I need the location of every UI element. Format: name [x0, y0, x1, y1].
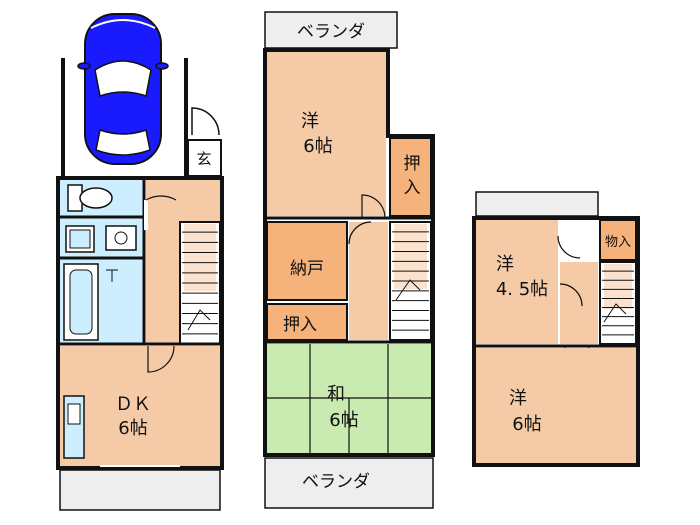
- hall-floor-2: [349, 222, 388, 340]
- entrance-label: 玄: [196, 150, 211, 168]
- storage-room: [266, 221, 348, 301]
- dk-size: 6帖: [118, 418, 147, 439]
- dk-room: [60, 346, 220, 466]
- entrance: [187, 139, 222, 177]
- western-small-label: 洋: [496, 254, 514, 275]
- stair-floor-1: [179, 221, 221, 345]
- floor-3-outline: [472, 216, 640, 467]
- western-large-label: 洋: [509, 388, 527, 409]
- floor-1-outline: [56, 176, 224, 470]
- closet-right: [389, 137, 432, 217]
- japanese-room-label: 和: [327, 384, 345, 405]
- tatami-pattern: [267, 344, 431, 453]
- dk-door: [147, 345, 175, 373]
- stair-floor-3: [599, 261, 637, 345]
- balcony-bottom-label: ベランダ: [302, 472, 370, 492]
- floor-3: 洋 4. 5帖 物入 洋 6帖: [472, 191, 640, 467]
- closet-left: [266, 303, 348, 341]
- western-small-size: 4. 5帖: [496, 279, 548, 300]
- bathtub-icon: [63, 263, 99, 341]
- balcony-bottom: [264, 457, 434, 509]
- closet-right-label-2: 入: [404, 178, 421, 198]
- western-large-size: 6帖: [512, 414, 541, 435]
- balcony-top-label: ベランダ: [297, 22, 365, 42]
- car-icon: [77, 13, 169, 165]
- hall-floor-3: [560, 262, 598, 344]
- floor-2: ベランダ 洋 6帖 押 入 納戸 押入: [263, 11, 435, 509]
- toilet-icon: [67, 184, 113, 212]
- closet-right-label-1: 押: [404, 154, 421, 174]
- balcony-floor-1: [59, 469, 221, 511]
- storage-floor-3: [599, 219, 637, 261]
- japanese-room-size: 6帖: [329, 410, 358, 431]
- balcony-floor-3: [475, 191, 599, 217]
- storage-floor-3-label: 物入: [605, 235, 631, 250]
- western-room-size: 6帖: [303, 136, 332, 157]
- western-room-6-floor-3: [476, 348, 636, 463]
- stair-fill: [184, 224, 216, 292]
- floor-1: 玄: [56, 13, 224, 511]
- western-room-4-5: [476, 220, 558, 344]
- western-room-6: [267, 52, 386, 216]
- entrance-door: [191, 107, 220, 136]
- kitchen-sink-icon: [63, 395, 85, 459]
- dk-label: ＤＫ: [115, 394, 151, 415]
- stair-fill: [394, 224, 427, 289]
- floor-2-outline: [263, 48, 435, 457]
- closet-left-label: 押入: [283, 315, 317, 335]
- storage-label: 納戸: [290, 259, 324, 279]
- washbasin-icon: [65, 225, 137, 253]
- western-room-label: 洋: [301, 111, 319, 132]
- stair-floor-2: [389, 221, 432, 341]
